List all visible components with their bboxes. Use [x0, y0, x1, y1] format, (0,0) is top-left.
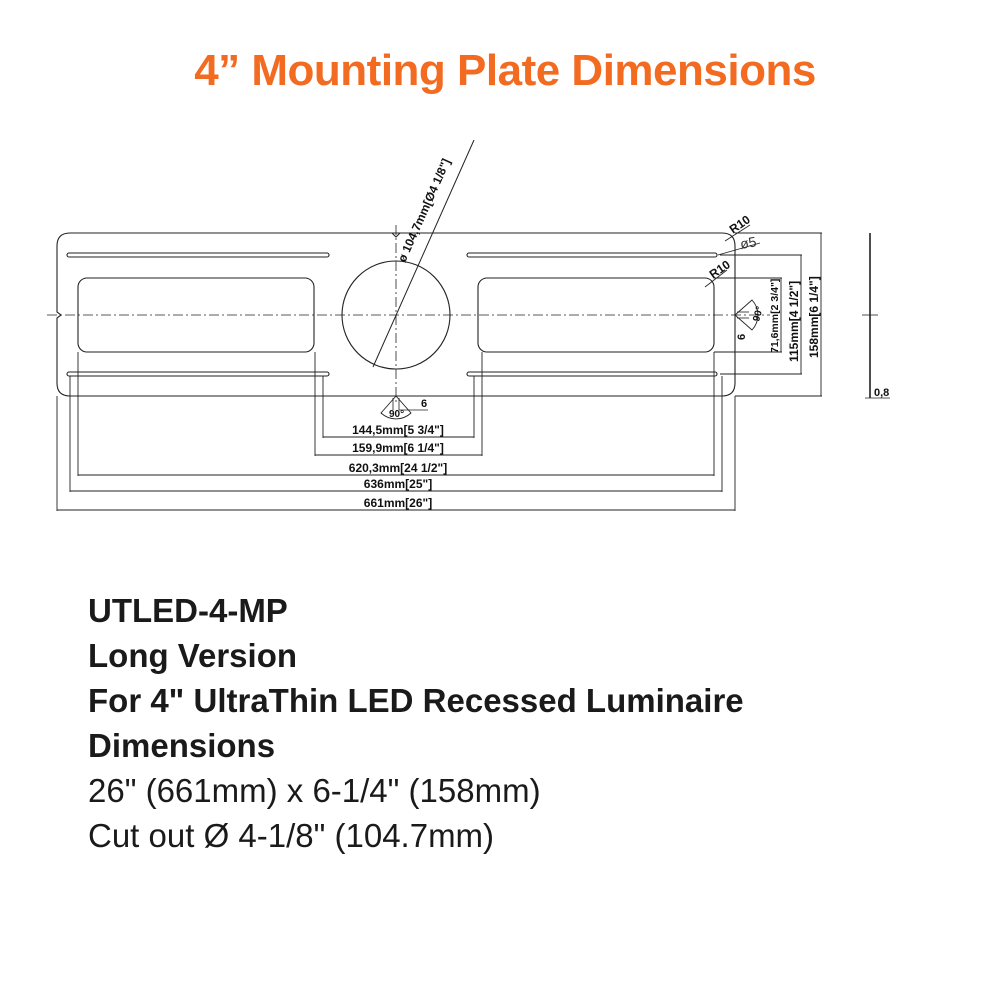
product-description: UTLED-4-MP Long Version For 4" UltraThin…: [88, 588, 744, 858]
top-slots: [66, 252, 718, 258]
dim-71-6: 71,6mm[2 3/4"]: [769, 279, 781, 353]
compatibility-line: For 4" UltraThin LED Recessed Luminaire: [88, 682, 744, 719]
size-line: 26" (661mm) x 6-1/4" (158mm): [88, 772, 541, 809]
dim-620-3: 620,3mm[24 1/2"]: [349, 461, 447, 475]
right-notch-depth: 6: [736, 334, 748, 340]
bottom-notch-angle: 90°: [389, 409, 404, 420]
dimensions-heading: Dimensions: [88, 727, 276, 764]
dim-158: 158mm[6 1/4"]: [807, 276, 821, 358]
dim-159-9: 159,9mm[6 1/4"]: [352, 441, 444, 455]
cutout-diameter-label: ø 104,7mm[Ø4 1/8"]: [395, 156, 453, 264]
hole-diameter-label: ø5: [739, 233, 758, 252]
mounting-plate-drawing: ø 104,7mm[Ø4 1/8"] R10 R10 ø5 90° 6 90° …: [47, 139, 890, 511]
thickness-label: 0,8: [874, 387, 889, 399]
dim-115: 115mm[4 1/2"]: [787, 281, 801, 362]
version-label: Long Version: [88, 637, 298, 674]
page-title: 4” Mounting Plate Dimensions: [194, 46, 816, 95]
cutout-line: Cut out Ø 4-1/8" (104.7mm): [88, 817, 495, 854]
model-number: UTLED-4-MP: [88, 592, 288, 629]
bottom-slots: [66, 371, 718, 377]
dim-144-5: 144,5mm[5 3/4"]: [352, 423, 444, 437]
bottom-notch-depth: 6: [421, 398, 427, 410]
dim-636: 636mm[25"]: [364, 477, 432, 491]
right-notch-angle: 90°: [751, 305, 766, 322]
dim-661: 661mm[26"]: [364, 496, 432, 510]
